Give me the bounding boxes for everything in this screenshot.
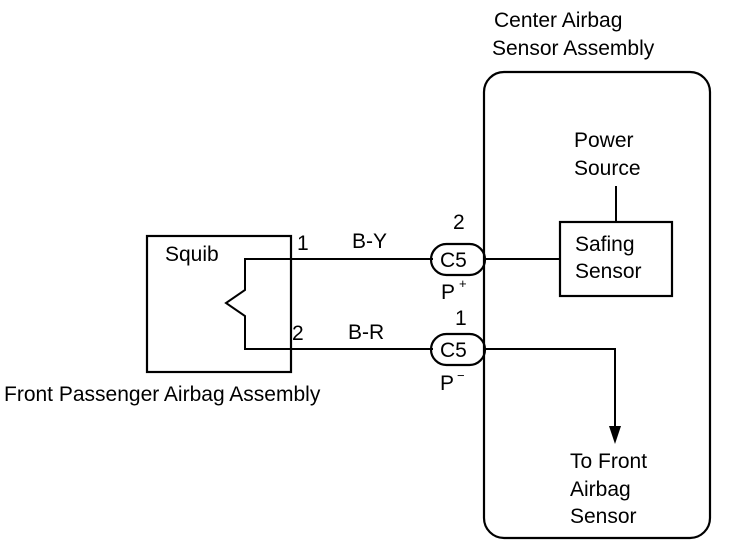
safing-sensor-label-line2: Sensor bbox=[575, 260, 642, 283]
connector-top-pin-number: 2 bbox=[453, 211, 465, 234]
connector-c5-bottom-label: C5 bbox=[440, 339, 467, 362]
front-sensor-label-line1: To Front bbox=[570, 450, 647, 473]
center-assembly-title-line1: Center Airbag bbox=[494, 9, 622, 32]
safing-sensor-label-line1: Safing bbox=[575, 233, 635, 256]
wire-to-front-airbag-sensor bbox=[485, 348, 616, 428]
connector-bottom-pin-number: 1 bbox=[455, 307, 467, 330]
passenger-airbag-assembly-box bbox=[145, 234, 293, 374]
wire-b-y-label: B-Y bbox=[352, 230, 387, 253]
squib-pin-1: 1 bbox=[297, 232, 309, 255]
terminal-p-minus-sign: − bbox=[457, 368, 465, 383]
power-source-label-line1: Power bbox=[574, 129, 634, 152]
center-airbag-sensor-assembly-box bbox=[482, 70, 712, 540]
squib-pin-2: 2 bbox=[292, 322, 304, 345]
center-assembly-title-line2: Sensor Assembly bbox=[492, 37, 655, 60]
wire-b-r-label: B-R bbox=[348, 321, 384, 344]
terminal-p-plus-label: P bbox=[441, 281, 455, 304]
front-sensor-label-line2: Airbag bbox=[570, 478, 631, 501]
terminal-p-plus-sign: + bbox=[459, 276, 467, 291]
passenger-airbag-assembly-label: Front Passenger Airbag Assembly bbox=[4, 383, 321, 406]
squib-label: Squib bbox=[165, 243, 219, 266]
connector-c5-top-label: C5 bbox=[440, 249, 467, 272]
front-sensor-label-line3: Sensor bbox=[570, 505, 637, 528]
arrow-down-icon bbox=[609, 426, 621, 444]
power-source-label-line2: Source bbox=[574, 157, 641, 180]
squib-element bbox=[224, 258, 291, 350]
terminal-p-minus-label: P bbox=[440, 372, 454, 395]
